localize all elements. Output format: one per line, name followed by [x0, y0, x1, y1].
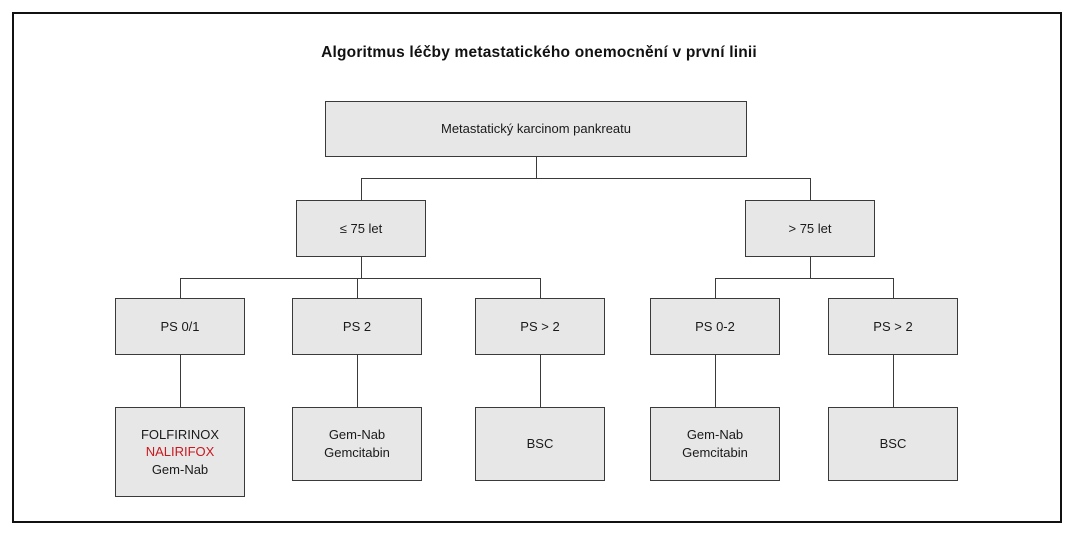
connector-line: [180, 355, 181, 407]
node-ps-0-2: PS 0-2: [650, 298, 780, 355]
treatment-line-bsc: BSC: [879, 436, 907, 452]
connector-line: [715, 355, 716, 407]
treatment-line-folfirinox: FOLFIRINOX: [140, 426, 219, 442]
node-treatment-ps-2: Gem-Nab Gemcitabin: [292, 407, 422, 481]
connector-line: [357, 355, 358, 407]
connector-line: [357, 278, 358, 298]
node-treatment-ps-0-1: FOLFIRINOX NALIRIFOX Gem-Nab: [115, 407, 245, 497]
connector-line: [715, 278, 716, 298]
connector-line: [540, 278, 541, 298]
connector-line: [536, 157, 537, 178]
connector-line: [180, 278, 541, 279]
treatment-line-gemcitabin: Gemcitabin: [682, 445, 748, 460]
node-root-label: Metastatický karcinom pankreatu: [440, 121, 632, 137]
connector-line: [810, 257, 811, 278]
connector-line: [361, 257, 362, 278]
node-age-le-75: ≤ 75 let: [296, 200, 426, 257]
node-age-gt-75: > 75 let: [745, 200, 875, 257]
node-treatment-bsc-left: BSC: [475, 407, 605, 481]
node-ps-gt-2-right-label: PS > 2: [873, 318, 913, 334]
treatment-line-gem-nab: Gem-Nab: [328, 427, 386, 443]
connector-line: [893, 278, 894, 298]
node-ps-2-label: PS 2: [342, 318, 372, 334]
diagram-border: [12, 12, 1062, 523]
node-ps-0-1-label: PS 0/1: [160, 318, 200, 334]
node-ps-gt-2-right: PS > 2: [828, 298, 958, 355]
connector-line: [810, 178, 811, 200]
connector-line: [893, 355, 894, 407]
node-age-le-75-label: ≤ 75 let: [339, 220, 383, 236]
node-ps-gt-2-left: PS > 2: [475, 298, 605, 355]
connector-line: [361, 178, 362, 200]
node-ps-2: PS 2: [292, 298, 422, 355]
connector-line: [540, 355, 541, 407]
treatment-line-gemcitabin: Gemcitabin: [324, 445, 390, 460]
node-treatment-bsc-right: BSC: [828, 407, 958, 481]
node-ps-gt-2-left-label: PS > 2: [520, 318, 560, 334]
treatment-line-gem-nab: Gem-Nab: [151, 461, 209, 477]
treatment-line-nalirifox: NALIRIFOX: [145, 444, 215, 460]
node-root: Metastatický karcinom pankreatu: [325, 101, 747, 157]
treatment-line-gem-nab: Gem-Nab: [686, 427, 744, 443]
node-treatment-ps-0-2: Gem-Nab Gemcitabin: [650, 407, 780, 481]
diagram-title: Algoritmus léčby metastatického onemocně…: [321, 44, 757, 61]
connector-line: [180, 278, 181, 298]
connector-line: [361, 178, 811, 179]
node-ps-0-1: PS 0/1: [115, 298, 245, 355]
node-ps-0-2-label: PS 0-2: [695, 318, 735, 334]
connector-line: [715, 278, 894, 279]
node-age-gt-75-label: > 75 let: [788, 220, 832, 236]
treatment-line-bsc: BSC: [526, 436, 554, 452]
